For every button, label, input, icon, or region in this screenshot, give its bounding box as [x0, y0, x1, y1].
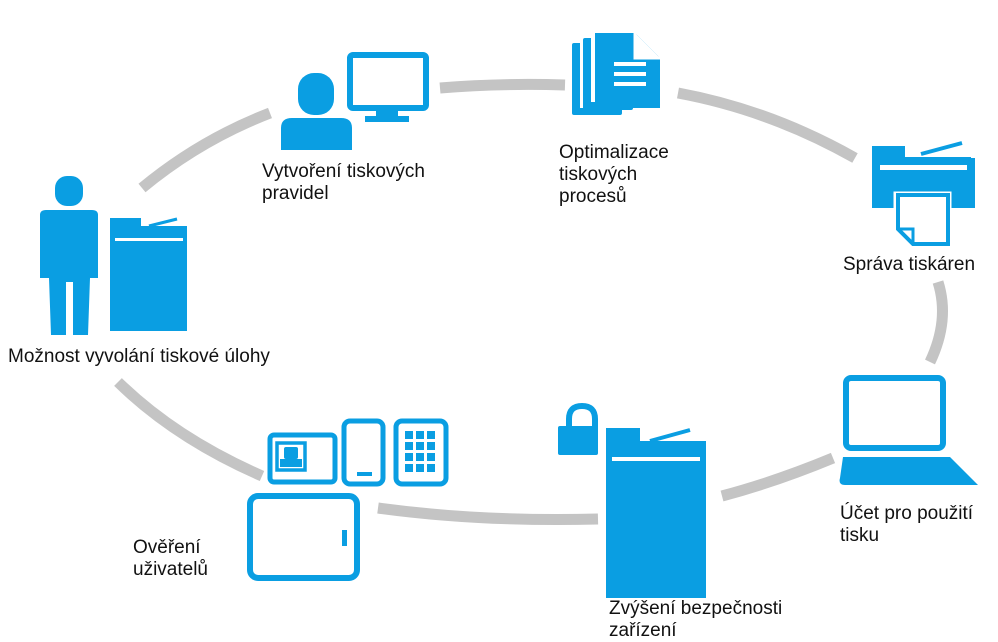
node-security-icons	[558, 402, 706, 598]
ring-segment	[377, 502, 599, 526]
node-pull-printing-icons	[40, 176, 187, 335]
node-creation-icons	[281, 52, 429, 150]
ring-segment	[138, 107, 272, 193]
card-reader-icon	[247, 493, 360, 581]
person-icon	[281, 73, 352, 150]
keypad-key	[405, 464, 413, 472]
label-line: uživatelů	[133, 559, 208, 580]
keypad-key	[427, 453, 435, 461]
mfp-icon	[606, 428, 706, 598]
label-line: Zvýšení bezpečnosti	[609, 598, 783, 619]
label-print-rules-creation: Vytvoření tiskových pravidel	[262, 161, 425, 205]
phone-icon	[341, 418, 386, 487]
label-line: tisku	[840, 525, 880, 546]
ring-segment	[439, 78, 566, 94]
label-printer-management: Správa tiskáren	[843, 254, 975, 276]
label-line: Vytvoření tiskových	[262, 161, 425, 182]
ring-segment	[114, 378, 265, 482]
label-device-security: Zvýšení bezpečnosti zařízení	[609, 598, 782, 642]
documents-icon	[572, 29, 660, 115]
label-pull-printing: Možnost vyvolání tiskové úlohy	[8, 346, 270, 368]
keypad-key	[427, 431, 435, 439]
person-standing-icon	[40, 176, 98, 335]
label-line: zařízení	[609, 620, 677, 641]
monitor-icon	[347, 52, 429, 122]
id-card-icon	[267, 432, 338, 485]
label-line: tiskových	[559, 164, 638, 185]
ring-segment	[720, 452, 836, 502]
printer-icon	[872, 141, 975, 249]
ring-segment	[676, 87, 858, 163]
keypad-key	[416, 464, 424, 472]
keypad-key	[416, 453, 424, 461]
keypad-icon	[393, 418, 449, 487]
keypad-key	[427, 442, 435, 450]
label-line: procesů	[559, 186, 627, 207]
keypad-key	[405, 453, 413, 461]
mfp-icon	[110, 217, 187, 331]
label-line: Účet pro použití	[840, 503, 974, 524]
label-line: pravidel	[262, 183, 329, 204]
label-print-accounting: Účet pro použití tisku	[840, 503, 973, 547]
node-authentication-icons	[247, 418, 449, 581]
laptop-icon	[839, 375, 978, 485]
lock-icon	[558, 402, 598, 455]
cycle-ring	[114, 78, 948, 526]
label-line: Ověření	[133, 537, 201, 558]
label-line: Možnost vyvolání tiskové úlohy	[8, 346, 270, 367]
keypad-key	[427, 464, 435, 472]
keypad-key	[416, 431, 424, 439]
label-line: Optimalizace	[559, 142, 669, 163]
label-user-authentication: Ověření uživatelů	[133, 537, 208, 581]
keypad-key	[416, 442, 424, 450]
keypad-key	[405, 431, 413, 439]
label-line: Správa tiskáren	[843, 254, 976, 275]
keypad-key	[405, 442, 413, 450]
label-print-process-optimization: Optimalizace tiskových procesů	[559, 142, 669, 208]
ring-segment	[925, 280, 948, 365]
